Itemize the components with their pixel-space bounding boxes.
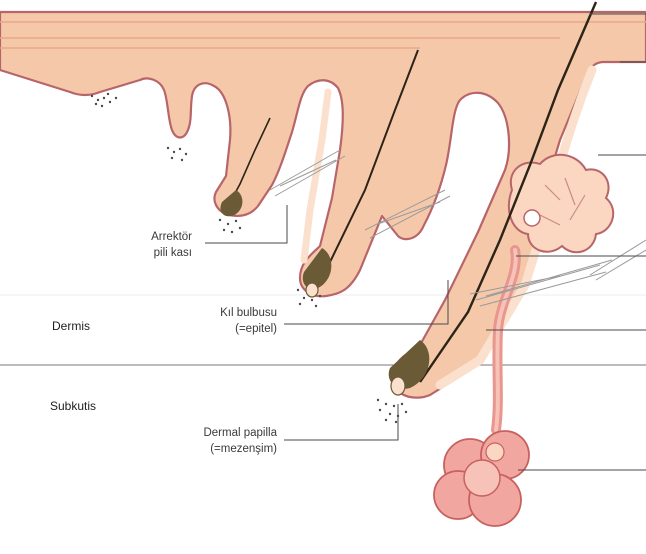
dermis-label: Dermis (52, 319, 90, 333)
dermal-papilla-middle (306, 283, 318, 297)
dermal-papilla-large (391, 377, 405, 395)
bulb-label-line2: (=epitel) (235, 323, 277, 335)
papilla-label-line2: (=mezenşim) (210, 443, 277, 455)
arrektor-label-line1: Arrektör (151, 231, 192, 243)
bulb-label-line1: Kıl bulbusu (220, 307, 277, 319)
arrektor-label-line2: pili kası (154, 247, 192, 259)
papilla-label-line1: Dermal papilla (203, 427, 277, 439)
subkutis-label: Subkutis (50, 399, 96, 413)
